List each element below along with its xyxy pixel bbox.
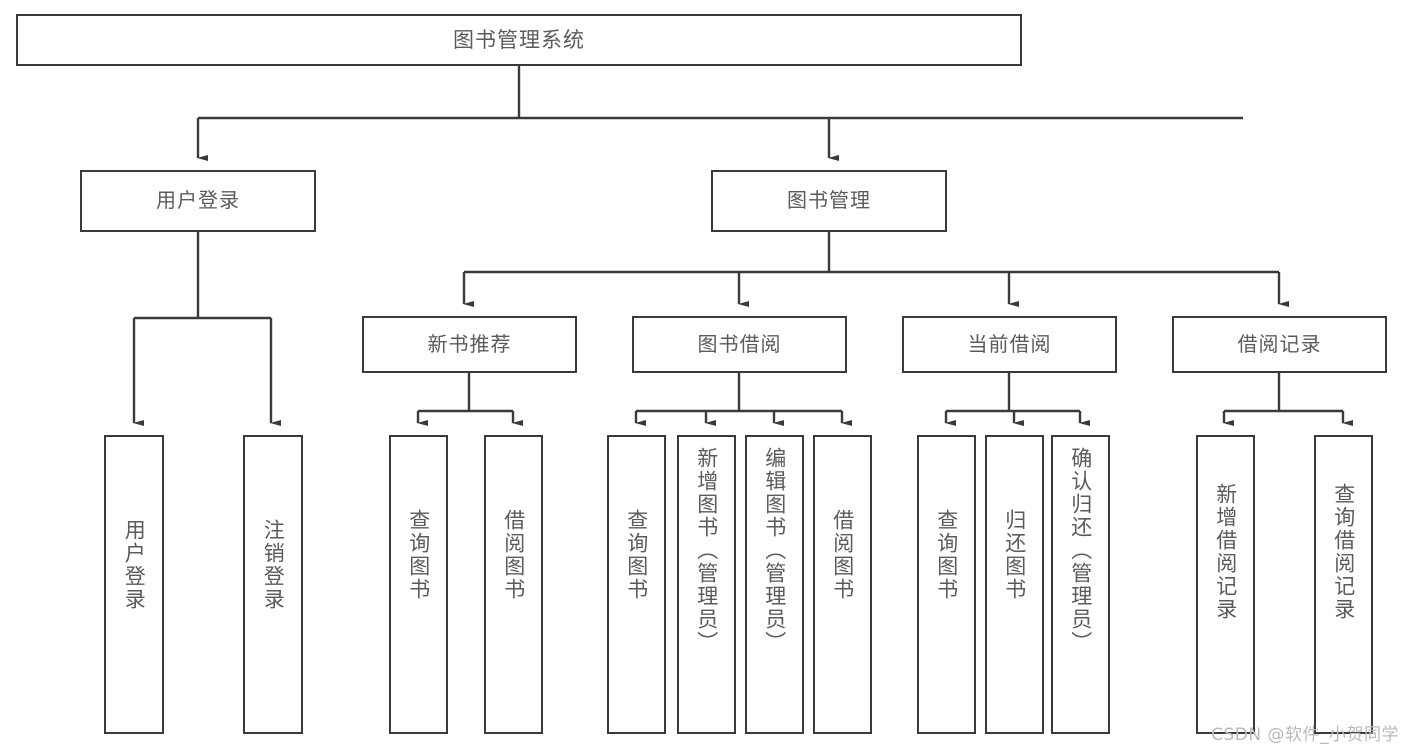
leaf-confirm-return-admin[interactable]: 确认归还（管理员） [1051, 435, 1110, 734]
leaf-edit-book-admin[interactable]: 编辑图书（管理员） [745, 435, 804, 734]
leaf-label: 确认归还（管理员） [1068, 447, 1093, 654]
leaf-add-borrow-record[interactable]: 新增借阅记录 [1196, 435, 1255, 734]
node-new-book-recommend[interactable]: 新书推荐 [362, 316, 577, 373]
leaf-query-book-recommend[interactable]: 查询图书 [389, 435, 448, 734]
node-label: 借阅记录 [1237, 331, 1322, 356]
leaf-return-book[interactable]: 归还图书 [985, 435, 1044, 734]
csdn-watermark: CSDN @软件_小贺同学 [1211, 725, 1399, 745]
leaf-add-book-admin[interactable]: 新增图书（管理员） [677, 435, 736, 734]
leaf-query-book-borrow[interactable]: 查询图书 [607, 435, 666, 734]
node-root-system[interactable]: 图书管理系统 [16, 14, 1022, 66]
leaf-query-borrow-record[interactable]: 查询借阅记录 [1314, 435, 1373, 734]
node-label: 图书借阅 [697, 331, 782, 356]
leaf-user-login[interactable]: 用户登录 [104, 435, 164, 734]
node-current-borrow[interactable]: 当前借阅 [902, 316, 1117, 373]
node-book-management[interactable]: 图书管理 [711, 170, 947, 232]
leaf-borrow-book[interactable]: 借阅图书 [813, 435, 872, 734]
leaf-query-book-current[interactable]: 查询图书 [917, 435, 976, 734]
node-borrow-record[interactable]: 借阅记录 [1172, 316, 1387, 373]
leaf-label: 查询图书 [934, 509, 959, 601]
leaf-label: 注销登录 [261, 519, 286, 611]
leaf-label: 归还图书 [1002, 509, 1027, 601]
node-book-borrow[interactable]: 图书借阅 [632, 316, 847, 373]
leaf-label: 借阅图书 [830, 509, 855, 601]
node-label: 当前借阅 [967, 331, 1052, 356]
leaf-label: 借阅图书 [501, 509, 526, 601]
leaf-borrow-book-recommend[interactable]: 借阅图书 [484, 435, 543, 734]
leaf-label: 查询借阅记录 [1331, 483, 1356, 621]
leaf-label: 新增图书（管理员） [694, 447, 719, 654]
node-user-login[interactable]: 用户登录 [80, 170, 316, 232]
leaf-label: 编辑图书（管理员） [762, 447, 787, 654]
node-label: 用户登录 [156, 188, 240, 213]
leaf-logout[interactable]: 注销登录 [243, 435, 303, 734]
leaf-label: 查询图书 [624, 509, 649, 601]
leaf-label: 查询图书 [406, 509, 431, 601]
leaf-label: 新增借阅记录 [1213, 483, 1238, 621]
node-label: 新书推荐 [427, 331, 512, 356]
node-label: 图书管理 [787, 188, 871, 213]
node-label: 图书管理系统 [453, 27, 585, 52]
leaf-label: 用户登录 [122, 519, 147, 611]
